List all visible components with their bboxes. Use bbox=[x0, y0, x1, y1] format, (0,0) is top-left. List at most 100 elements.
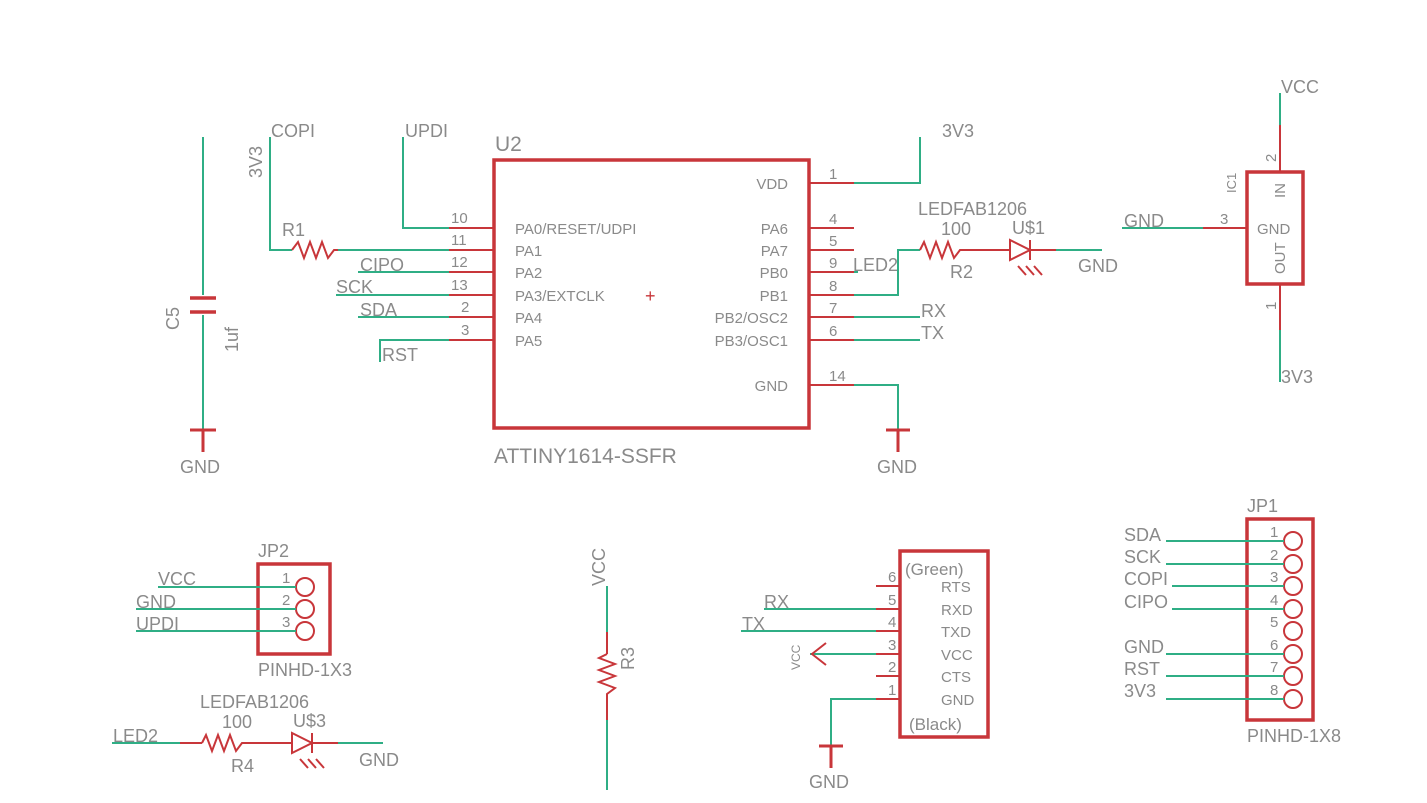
u2-pin-name: PB0 bbox=[760, 265, 788, 282]
u2-pin-num: 8 bbox=[829, 278, 837, 295]
jp1-pin: 3 bbox=[1270, 569, 1278, 586]
r4-value: 100 bbox=[222, 712, 252, 732]
jp1-pin: 5 bbox=[1270, 614, 1278, 631]
net-label-sck: SCK bbox=[336, 277, 373, 297]
net-label-cipo: CIPO bbox=[1124, 592, 1168, 612]
u2-pin-num: 1 bbox=[829, 166, 837, 183]
net-label-led2: LED2 bbox=[113, 726, 158, 746]
u2-pin-name: GND bbox=[755, 378, 789, 395]
net-label-rx: RX bbox=[764, 592, 789, 612]
net-label-gnd: GND bbox=[809, 772, 849, 792]
u2-pin-num: 9 bbox=[829, 255, 837, 272]
u2-pin-num: 6 bbox=[829, 323, 837, 340]
u2-right-nets: 3V3 LED2 RX TX GND bbox=[853, 121, 974, 477]
jp2-pin: 2 bbox=[282, 592, 290, 609]
net-label-vcc: VCC bbox=[1281, 77, 1319, 97]
ic1-pin-in: 2 bbox=[1263, 154, 1280, 162]
jp1-header[interactable]: 1 2 3 4 5 6 7 8 JP1 PINHD-1X8 SDA SCK CO… bbox=[1124, 496, 1341, 746]
net-label-gnd: GND bbox=[1124, 211, 1164, 231]
led1-circuit[interactable]: 100 R2 LEDFAB1206 U$1 GND bbox=[918, 199, 1118, 282]
net-label-3v3: 3V3 bbox=[1281, 367, 1313, 387]
net-label-3v3: 3V3 bbox=[942, 121, 974, 141]
net-label-sda: SDA bbox=[360, 300, 397, 320]
jp1-name: JP1 bbox=[1247, 496, 1278, 516]
net-label-sck: SCK bbox=[1124, 547, 1161, 567]
net-label-rst: RST bbox=[382, 345, 418, 365]
jp2-header[interactable]: 1 2 3 JP2 PINHD-1X3 VCC GND UPDI bbox=[136, 541, 352, 680]
jp2-value: PINHD-1X3 bbox=[258, 660, 352, 680]
u2-pin-num: 11 bbox=[451, 232, 467, 249]
ftdi-top-label: (Green) bbox=[905, 560, 964, 579]
u2-pin-num: 4 bbox=[829, 211, 837, 228]
ftdi-pin-num: 3 bbox=[888, 637, 896, 654]
ftdi-pin-name: GND bbox=[941, 692, 975, 709]
jp1-pin: 4 bbox=[1270, 592, 1278, 609]
ic1-regulator[interactable]: 2 3 1 IN GND OUT IC1 VCC GND 3V3 bbox=[1122, 77, 1319, 387]
jp2-name: JP2 bbox=[258, 541, 289, 561]
net-label-gnd: GND bbox=[877, 457, 917, 477]
jp1-value: PINHD-1X8 bbox=[1247, 726, 1341, 746]
net-label-cipo: CIPO bbox=[360, 255, 404, 275]
r1-resistor[interactable]: R1 bbox=[282, 220, 338, 261]
u2-pin-num: 3 bbox=[461, 322, 469, 339]
ftdi-pin-name: VCC bbox=[941, 647, 973, 664]
ftdi-pin-num: 4 bbox=[888, 614, 896, 631]
net-label-vcc: VCC bbox=[158, 569, 196, 589]
net-label-updi: UPDI bbox=[405, 121, 448, 141]
c5-value: 1uf bbox=[222, 326, 242, 352]
ic1-pin-gnd: 3 bbox=[1220, 211, 1228, 228]
ftdi-pin-num: 2 bbox=[888, 659, 896, 676]
u2-pin-name: PA6 bbox=[761, 221, 788, 238]
jp2-pin: 1 bbox=[282, 570, 290, 587]
net-label-gnd: GND bbox=[359, 750, 399, 770]
c5-name: C5 bbox=[163, 307, 183, 330]
net-label-copi: COPI bbox=[271, 121, 315, 141]
r3-resistor[interactable]: VCC R3 bbox=[589, 548, 638, 790]
led3-part: LEDFAB1206 bbox=[200, 692, 309, 712]
net-label-gnd: GND bbox=[136, 592, 176, 612]
net-label-3v3: 3V3 bbox=[246, 146, 266, 178]
jp1-pin: 7 bbox=[1270, 659, 1278, 676]
ftdi-pin-name: TXD bbox=[941, 624, 971, 641]
net-label-copi: COPI bbox=[1124, 569, 1168, 589]
r1-name: R1 bbox=[282, 220, 305, 240]
r2-value: 100 bbox=[941, 219, 971, 239]
net-label-gnd: GND bbox=[180, 457, 220, 477]
jp1-pin: 1 bbox=[1270, 524, 1278, 541]
net-label-gnd: GND bbox=[1124, 637, 1164, 657]
u2-pin-name: PB2/OSC2 bbox=[715, 310, 788, 327]
ftdi-bottom-label: (Black) bbox=[909, 715, 962, 734]
led1-part: LEDFAB1206 bbox=[918, 199, 1027, 219]
ftdi-connector[interactable]: (Green) (Black) 6 5 4 3 2 1 RTS RXD TXD … bbox=[741, 549, 990, 792]
net-label-rst: RST bbox=[1124, 659, 1160, 679]
u2-origin-cross: + bbox=[645, 286, 656, 306]
u2-value: ATTINY1614-SSFR bbox=[494, 445, 677, 468]
u2-pin-name: PA0/RESET/UDPI bbox=[515, 221, 636, 238]
net-label-3v3: 3V3 bbox=[1124, 681, 1156, 701]
net-label-gnd: GND bbox=[1078, 256, 1118, 276]
u2-pin-name: PA5 bbox=[515, 333, 542, 350]
ic1-gnd-label: GND bbox=[1257, 221, 1291, 238]
u2-pin-num: 7 bbox=[829, 300, 837, 317]
ic1-out-label: OUT bbox=[1272, 242, 1289, 274]
r2-name: R2 bbox=[950, 262, 973, 282]
ftdi-pin-name: RTS bbox=[941, 579, 971, 596]
net-label-tx: TX bbox=[921, 323, 944, 343]
u2-name: U2 bbox=[495, 133, 522, 156]
ftdi-pin-num: 1 bbox=[888, 682, 896, 699]
u2-pin-num: 5 bbox=[829, 233, 837, 250]
u2-pin-name: PA7 bbox=[761, 243, 788, 260]
c5-capacitor[interactable]: C5 1uf GND bbox=[163, 137, 242, 477]
led3-circuit[interactable]: LED2 100 R4 LEDFAB1206 U$3 GND bbox=[112, 692, 399, 776]
u2-pin-name: PB3/OSC1 bbox=[715, 333, 788, 350]
ic1-pin-out: 1 bbox=[1263, 302, 1280, 310]
ftdi-pin-num: 6 bbox=[888, 569, 896, 586]
u2-attiny1614[interactable]: U2 ATTINY1614-SSFR + 10 11 12 13 2 3 PA0… bbox=[449, 133, 854, 468]
ic1-in-label: IN bbox=[1272, 183, 1289, 198]
jp1-pin: 2 bbox=[1270, 547, 1278, 564]
u2-left-nets: UPDI COPI 3V3 R1 CIPO SCK SDA RST bbox=[246, 121, 449, 365]
net-label-sda: SDA bbox=[1124, 525, 1161, 545]
net-label-tx: TX bbox=[742, 614, 765, 634]
net-label-vcc: VCC bbox=[589, 548, 609, 586]
